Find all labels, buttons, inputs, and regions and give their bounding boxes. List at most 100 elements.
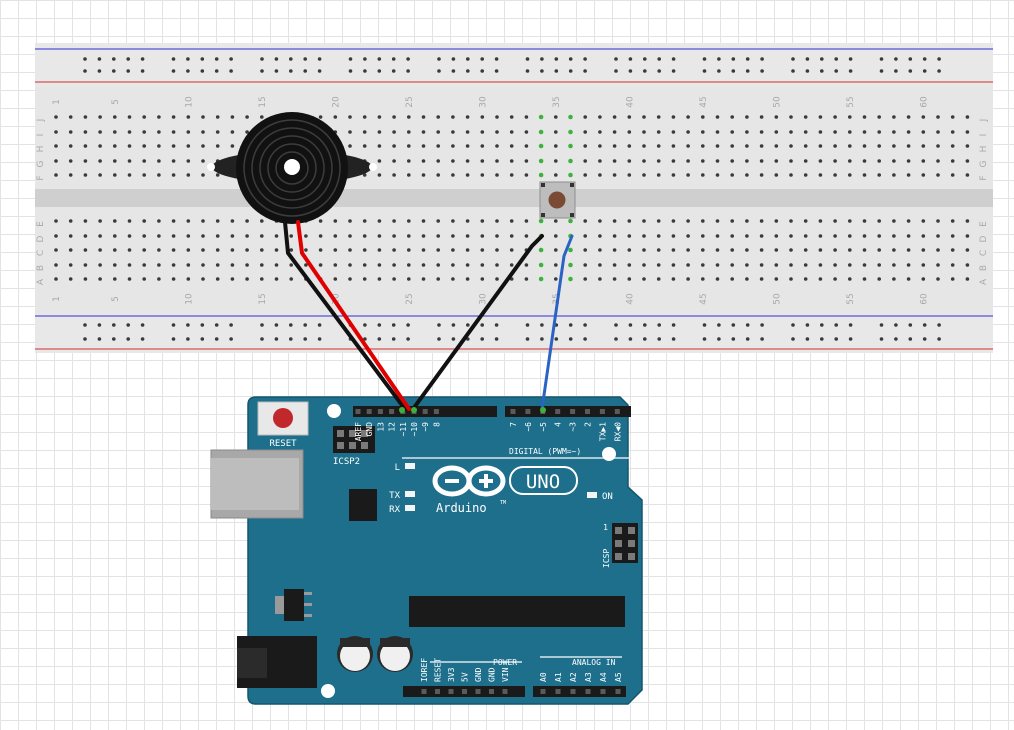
breadboard-hole bbox=[759, 277, 764, 281]
breadboard-hole bbox=[54, 248, 58, 252]
brand-label: Arduino bbox=[436, 501, 487, 515]
bottom-power-rail bbox=[35, 314, 993, 353]
breadboard-hole bbox=[465, 159, 470, 163]
breadboard-hole bbox=[686, 277, 690, 281]
reset-button-cap[interactable] bbox=[273, 408, 293, 428]
header-pin bbox=[389, 409, 395, 414]
breadboard-hole bbox=[480, 248, 485, 252]
pushbutton-cap[interactable] bbox=[548, 191, 566, 209]
breadboard-hole bbox=[848, 234, 852, 238]
breadboard-hole bbox=[171, 263, 176, 267]
breadboard-hole bbox=[127, 115, 132, 119]
breadboard-hole bbox=[774, 173, 779, 177]
header-pin-label: ~10 bbox=[410, 422, 419, 437]
breadboard-hole bbox=[848, 115, 852, 119]
breadboard-hole bbox=[436, 130, 441, 134]
breadboard-hole bbox=[701, 159, 705, 163]
breadboard-hole bbox=[348, 277, 352, 281]
power-rail-hole bbox=[274, 323, 279, 327]
breadboard-hole bbox=[509, 144, 514, 148]
breadboard-hole bbox=[803, 173, 808, 177]
column-number: 60 bbox=[919, 293, 929, 305]
breadboard-hole bbox=[656, 248, 661, 252]
power-rail-hole bbox=[126, 57, 130, 61]
header-pin-label: A0 bbox=[539, 672, 548, 682]
breadboard-hole bbox=[186, 130, 191, 134]
breadboard-hole bbox=[730, 173, 734, 177]
breadboard-hole bbox=[892, 159, 896, 163]
row-letter-right: B bbox=[979, 265, 989, 271]
breadboard-hole bbox=[745, 130, 749, 134]
breadboard-hole bbox=[260, 248, 264, 252]
connected-hole bbox=[538, 247, 544, 253]
breadboard-hole bbox=[774, 219, 779, 223]
breadboard-hole bbox=[451, 173, 455, 177]
breadboard-hole bbox=[421, 173, 426, 177]
breadboard-hole bbox=[554, 159, 558, 163]
breadboard-hole bbox=[157, 173, 161, 177]
breadboard-hole bbox=[377, 234, 382, 238]
power-rail-hole bbox=[745, 323, 750, 327]
power-rail-hole bbox=[289, 69, 293, 73]
power-rail-hole bbox=[820, 57, 824, 61]
breadboard-hole bbox=[54, 144, 58, 148]
breadboard-hole bbox=[127, 234, 132, 238]
column-number: 20 bbox=[331, 293, 341, 305]
power-rail-hole bbox=[274, 337, 279, 341]
breadboard-hole bbox=[83, 234, 88, 238]
breadboard-hole bbox=[362, 115, 367, 119]
breadboard-hole bbox=[215, 115, 220, 119]
breadboard-hole bbox=[215, 173, 220, 177]
icsp2-header bbox=[333, 426, 375, 453]
breadboard-hole bbox=[495, 159, 499, 163]
breadboard-hole bbox=[848, 219, 852, 223]
row-letter-right: H bbox=[979, 146, 989, 153]
breadboard-hole bbox=[833, 173, 837, 177]
breadboard-hole bbox=[862, 144, 867, 148]
power-rail-hole bbox=[391, 69, 396, 73]
power-rail-hole bbox=[760, 337, 764, 341]
connected-hole bbox=[538, 218, 544, 224]
breadboard-hole bbox=[54, 277, 58, 281]
power-rail-hole bbox=[289, 323, 293, 327]
breadboard-hole bbox=[495, 130, 499, 134]
breadboard-hole bbox=[862, 277, 867, 281]
breadboard-hole bbox=[774, 248, 779, 252]
breadboard-hole bbox=[83, 263, 88, 267]
rx-led bbox=[405, 505, 415, 511]
breadboard-hole bbox=[83, 130, 88, 134]
header-pin bbox=[421, 689, 427, 694]
breadboard-hole bbox=[965, 115, 970, 119]
breadboard-hole bbox=[171, 219, 176, 223]
power-rail-hole bbox=[303, 69, 308, 73]
breadboard-hole bbox=[260, 263, 264, 267]
header-pin bbox=[525, 409, 531, 414]
breadboard-hole bbox=[451, 248, 455, 252]
breadboard-hole bbox=[201, 263, 205, 267]
icsp2-label: ICSP2 bbox=[333, 457, 360, 467]
pushbutton[interactable] bbox=[539, 181, 576, 219]
breadboard-hole bbox=[83, 159, 88, 163]
power-rail-hole bbox=[200, 69, 205, 73]
breadboard-hole bbox=[612, 277, 617, 281]
header-pin-label: 13 bbox=[376, 422, 385, 432]
breadboard-hole bbox=[509, 248, 514, 252]
breadboard-hole bbox=[54, 173, 58, 177]
breadboard-hole bbox=[936, 173, 940, 177]
breadboard-hole bbox=[686, 115, 690, 119]
breadboard-hole bbox=[333, 234, 338, 238]
breadboard-hole bbox=[936, 234, 940, 238]
l-led bbox=[405, 463, 415, 469]
breadboard-hole bbox=[524, 144, 529, 148]
column-number: 55 bbox=[846, 293, 856, 304]
breadboard-hole bbox=[421, 248, 426, 252]
breadboard-hole bbox=[906, 159, 911, 163]
header-pin bbox=[489, 689, 494, 694]
breadboard-hole bbox=[656, 159, 661, 163]
breadboard-hole bbox=[833, 248, 837, 252]
breadboard-hole bbox=[627, 173, 632, 177]
reset-button[interactable] bbox=[257, 401, 309, 436]
power-rail-hole bbox=[671, 323, 676, 327]
